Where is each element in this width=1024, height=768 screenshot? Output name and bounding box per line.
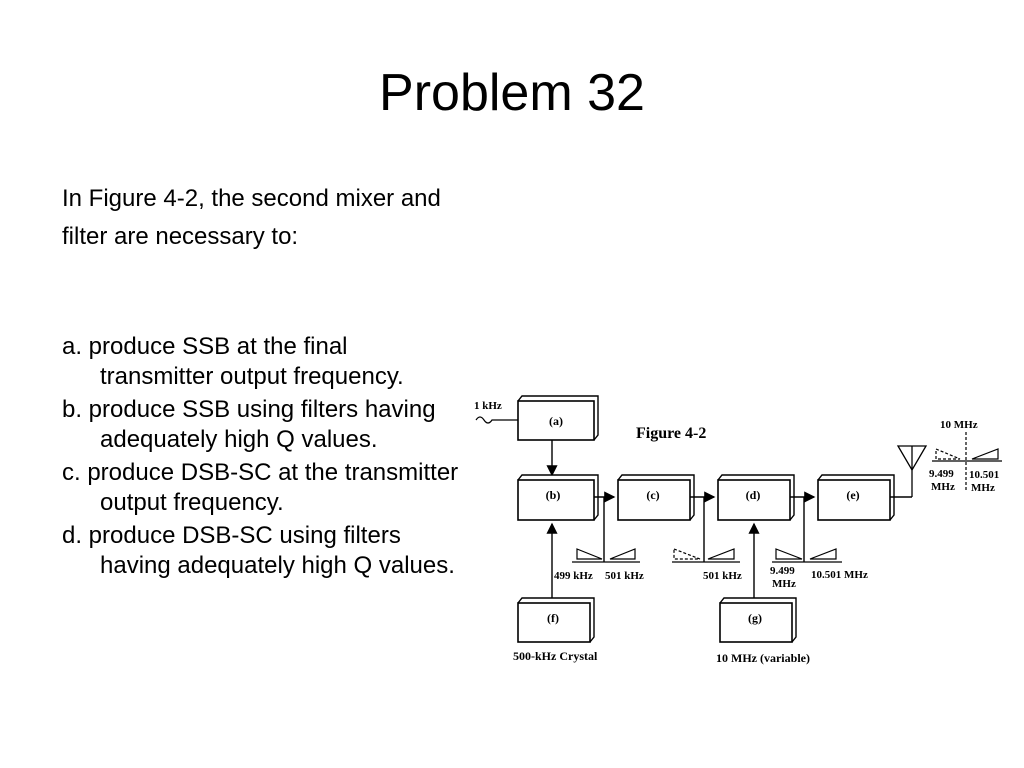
block-f-label: (f) xyxy=(547,611,559,625)
spectrum1-lower-label: 499 kHz xyxy=(554,570,593,582)
block-a-label: (a) xyxy=(549,414,563,428)
input-frequency-label: 1 kHz xyxy=(474,400,502,412)
option-c: c. produce DSB-SC at the transmitter out… xyxy=(62,459,459,516)
block-e-label: (e) xyxy=(846,488,859,502)
output-lower-unit: MHz xyxy=(931,481,955,493)
block-b: (b) xyxy=(517,474,599,521)
block-d-label: (d) xyxy=(746,488,761,502)
option-d: d. produce DSB-SC using filters having a… xyxy=(62,522,455,579)
block-c: (c) xyxy=(617,474,695,521)
output-spectrum xyxy=(932,432,1002,492)
spectrum3-lower-label: 9.499 xyxy=(770,565,795,577)
block-d: (d) xyxy=(717,474,795,521)
block-e: (e) xyxy=(817,474,895,521)
question-text: In Figure 4-2, the second mixer and filt… xyxy=(62,185,441,250)
input-signal-line xyxy=(475,416,518,424)
spectrum2-upper-label: 501 kHz xyxy=(703,570,742,582)
spectrum-first-filter xyxy=(672,548,740,563)
block-f: (f) xyxy=(517,597,595,643)
output-carrier-label: 10 MHz xyxy=(940,419,978,431)
vfo-label: 10 MHz (variable) xyxy=(716,651,810,665)
figure-caption: Figure 4-2 xyxy=(636,425,706,442)
spectrum-second-mixer xyxy=(772,548,842,563)
spectrum3-upper-label: 10.501 MHz xyxy=(811,569,868,581)
answer-options: a. produce SSB at the final transmitter … xyxy=(62,332,462,584)
option-a: a. produce SSB at the final transmitter … xyxy=(62,333,404,390)
option-b: b. produce SSB using filters having adeq… xyxy=(62,396,436,453)
antenna-icon xyxy=(896,445,928,497)
block-g-label: (g) xyxy=(748,611,762,625)
spectrum1-upper-label: 501 kHz xyxy=(605,570,644,582)
crystal-label: 500-kHz Crystal xyxy=(513,649,598,663)
block-c-label: (c) xyxy=(646,488,659,502)
slide-title: Problem 32 xyxy=(379,64,645,122)
block-diagram-figure: 1 kHz (a) Figure 4-2 (b) (c) (d) (e) xyxy=(474,395,1002,665)
output-upper-unit: MHz xyxy=(971,482,995,494)
block-b-label: (b) xyxy=(546,488,561,502)
spectrum-balanced-modulator xyxy=(572,548,640,563)
block-a: (a) xyxy=(517,395,599,441)
signal-path xyxy=(594,491,912,562)
output-upper-label: 10.501 xyxy=(969,469,999,481)
output-lower-label: 9.499 xyxy=(929,468,954,480)
block-g: (g) xyxy=(719,597,797,643)
spectrum3-lower-unit: MHz xyxy=(772,578,796,590)
